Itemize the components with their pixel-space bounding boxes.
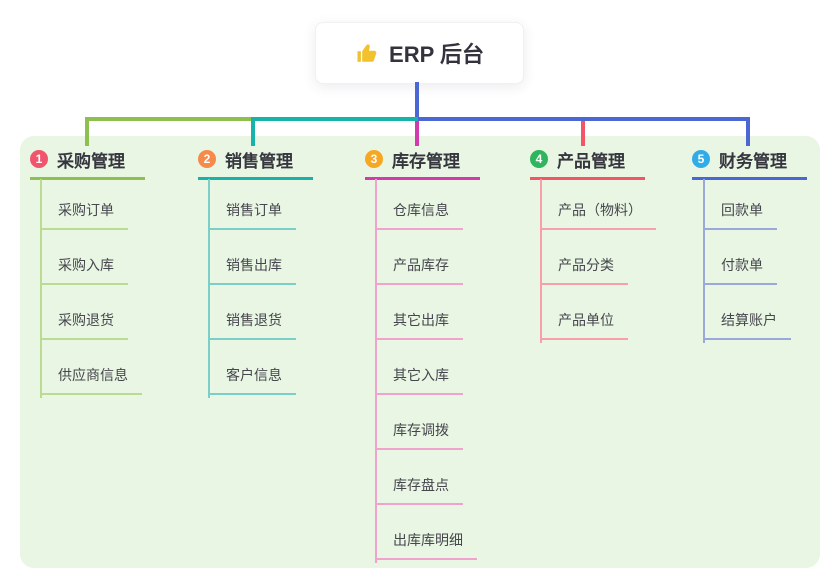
node-item[interactable]: 采购入库: [40, 255, 128, 285]
branch-child-vline: [40, 179, 42, 398]
node-item[interactable]: 销售出库: [208, 255, 296, 285]
node-item[interactable]: 结算账户: [703, 310, 791, 340]
node-item[interactable]: 仓库信息: [375, 200, 463, 230]
branch-badge: 2: [198, 150, 216, 168]
node-item[interactable]: 产品分类: [540, 255, 628, 285]
connector-root-stem: [415, 82, 419, 121]
node-item[interactable]: 库存调拨: [375, 420, 463, 450]
branch-child-vline: [703, 179, 705, 343]
node-item[interactable]: 回款单: [703, 200, 777, 230]
node-item[interactable]: 库存盘点: [375, 475, 463, 505]
node-item[interactable]: 出库库明细: [375, 530, 477, 560]
node-item[interactable]: 其它出库: [375, 310, 463, 340]
connector-drop-branch-2: [251, 117, 255, 146]
branch-badge: 4: [530, 150, 548, 168]
branch-header-purchase[interactable]: 1 采购管理: [30, 146, 145, 180]
branch-badge: 1: [30, 150, 48, 168]
connector-bus-blue: [418, 117, 750, 121]
background-panel: [20, 136, 820, 568]
thumbs-up-icon: [355, 41, 379, 65]
branch-badge: 3: [365, 150, 383, 168]
branch-child-vline: [208, 179, 210, 398]
branch-child-vline: [375, 179, 377, 563]
node-item[interactable]: 销售订单: [208, 200, 296, 230]
node-item[interactable]: 其它入库: [375, 365, 463, 395]
root-node[interactable]: ERP 后台: [315, 22, 524, 84]
branch-badge: 5: [692, 150, 710, 168]
node-item[interactable]: 产品（物料）: [540, 200, 656, 230]
branch-label: 财务管理: [719, 151, 787, 171]
connector-bus-teal: [253, 117, 418, 121]
node-item[interactable]: 采购退货: [40, 310, 128, 340]
node-item[interactable]: 付款单: [703, 255, 777, 285]
branch-header-product[interactable]: 4 产品管理: [530, 146, 645, 180]
branch-label: 采购管理: [57, 151, 125, 171]
branch-header-sales[interactable]: 2 销售管理: [198, 146, 313, 180]
node-item[interactable]: 产品单位: [540, 310, 628, 340]
branch-header-inventory[interactable]: 3 库存管理: [365, 146, 480, 180]
branch-header-finance[interactable]: 5 财务管理: [692, 146, 807, 180]
branch-label: 库存管理: [392, 151, 460, 171]
root-title: ERP 后台: [389, 42, 484, 67]
node-item[interactable]: 产品库存: [375, 255, 463, 285]
branch-child-vline: [540, 179, 542, 343]
node-item[interactable]: 客户信息: [208, 365, 296, 395]
node-item[interactable]: 销售退货: [208, 310, 296, 340]
connector-drop-branch-1: [85, 117, 89, 146]
connector-drop-branch-4: [581, 121, 585, 146]
branch-label: 产品管理: [557, 151, 625, 171]
connector-drop-branch-5: [746, 117, 750, 146]
node-item[interactable]: 供应商信息: [40, 365, 142, 395]
node-item[interactable]: 采购订单: [40, 200, 128, 230]
connector-bus-green: [85, 117, 253, 121]
branch-label: 销售管理: [225, 151, 293, 171]
connector-drop-branch-3: [415, 121, 419, 146]
